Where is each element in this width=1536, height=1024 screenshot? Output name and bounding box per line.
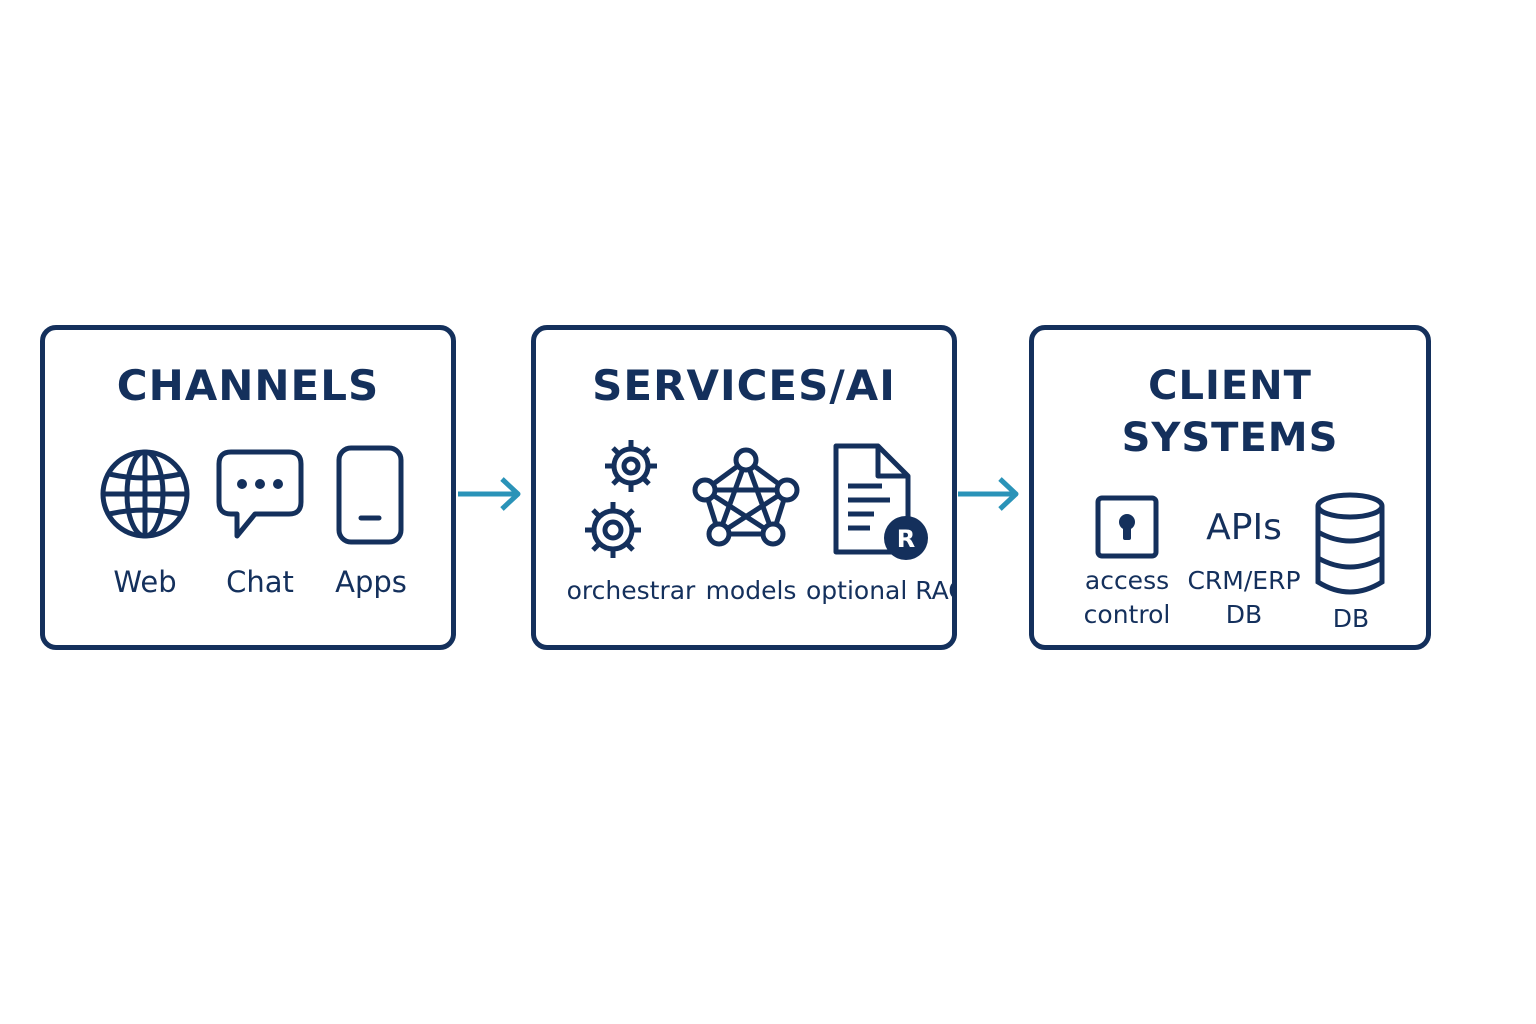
crm-erp-db-label: CRM/ERP DB [1187, 566, 1301, 629]
document-r-icon: R [833, 443, 928, 560]
client-systems-panel: CLIENT SYSTEMS access control APIs CRM/E… [1029, 325, 1431, 650]
globe-icon [100, 449, 190, 539]
apps-label: Apps [335, 565, 407, 599]
channels-panel: CHANNELS Web Chat Apps [40, 325, 456, 650]
web-label: Web [113, 565, 177, 599]
access-control-label: access control [1083, 566, 1171, 629]
client-systems-title: CLIENT SYSTEMS [1034, 360, 1426, 464]
lock-icon [1095, 495, 1159, 559]
db-label: DB [1332, 604, 1370, 633]
apis-heading: APIs [1206, 507, 1282, 548]
gears-icon [585, 440, 657, 558]
optional-rag-label: optional RAG [806, 576, 956, 605]
database-icon [1315, 492, 1385, 595]
services-panel: SERVICES/AI [531, 325, 957, 650]
client-title-line2: SYSTEMS [1121, 415, 1339, 461]
channels-title: CHANNELS [116, 361, 380, 410]
chat-label: Chat [226, 565, 294, 599]
mobile-phone-icon [336, 445, 404, 545]
flow-arrow-2 [958, 477, 1019, 511]
network-icon [692, 447, 800, 547]
orchestrar-label: orchestrar [566, 576, 696, 605]
client-title-line1: CLIENT [1148, 363, 1312, 409]
services-title: SERVICES/AI [592, 361, 896, 410]
rag-badge-text: R [897, 525, 915, 553]
models-label: models [705, 576, 797, 605]
flow-arrow-1 [458, 477, 521, 511]
chat-bubble-icon [216, 449, 304, 539]
